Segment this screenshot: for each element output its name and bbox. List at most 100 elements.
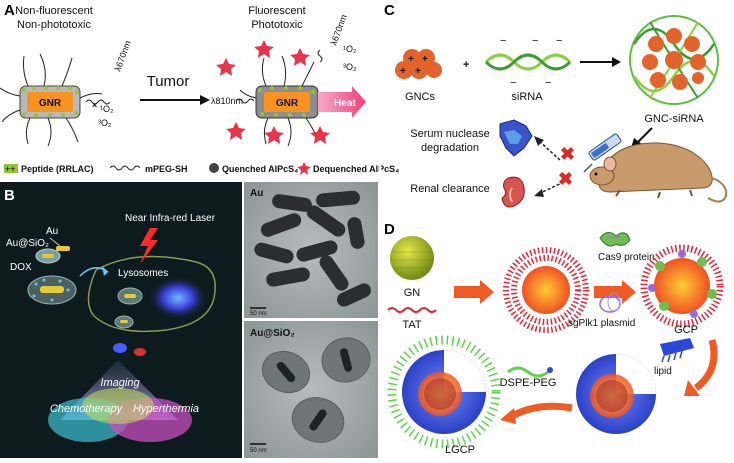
arrow-gn-to-tat xyxy=(454,280,494,304)
scale-bar-top: 50 nm xyxy=(250,311,267,317)
sirna-label: siRNA xyxy=(511,91,543,103)
arrow-to-lipid-coated xyxy=(693,339,718,391)
cas9-protein-icon xyxy=(599,232,631,247)
tat-coated-particle xyxy=(503,247,589,333)
gn-sphere xyxy=(390,236,434,280)
plasmid-icon xyxy=(599,292,621,313)
plasmid-label: sgPlk1 plasmid xyxy=(568,318,635,329)
scale-bar-bottom: 50 nm xyxy=(250,448,267,454)
red-star xyxy=(254,40,274,58)
svg-text:+: + xyxy=(415,66,421,77)
laser-810: λ810nm xyxy=(211,96,243,106)
dox-label: DOX xyxy=(10,262,32,273)
legend-peptide-symbol: ++ xyxy=(5,164,16,174)
panel-b: B Near Infra-red Laser Lysosomes Au Au@S… xyxy=(0,182,378,458)
svg-text:+: + xyxy=(400,66,406,77)
lipid-icon xyxy=(660,338,694,363)
tumor-label: Tumor xyxy=(147,73,190,90)
laser-label: Near Infra-red Laser xyxy=(125,213,216,224)
block-x-left: × xyxy=(92,100,97,110)
right-caption-line2: Phototoxic xyxy=(251,19,303,31)
svg-text:+: + xyxy=(422,54,428,65)
svg-text:−: − xyxy=(545,77,551,89)
red-star xyxy=(264,126,284,144)
tem-au-label: Au xyxy=(250,188,263,199)
triplet-o2-right: ³O₂ xyxy=(343,62,357,72)
singlet-o2-right: ¹O₂ xyxy=(343,44,357,54)
panel-c-label: C xyxy=(384,2,395,19)
released-particles xyxy=(113,343,146,356)
laser-670-right: λ670nm xyxy=(328,13,348,47)
mouse-icon xyxy=(589,142,728,203)
gcp-particle xyxy=(640,244,724,328)
gnr-left-text: GNR xyxy=(39,98,62,109)
left-caption-line1: Non-fluorescent xyxy=(15,5,93,17)
degradation-label: degradation xyxy=(421,142,479,154)
svg-text:−: − xyxy=(500,35,506,47)
heat-label: Heat xyxy=(334,98,356,109)
red-star xyxy=(226,122,246,140)
svg-text:−: − xyxy=(556,35,562,47)
lysosomes-label: Lysosomes xyxy=(118,268,168,279)
gncs-label: GNCs xyxy=(405,91,435,103)
svg-text:−: − xyxy=(510,77,516,89)
gnr-left: GNR xyxy=(0,53,103,147)
red-star xyxy=(290,48,310,66)
dashed-arrow-nuclease xyxy=(537,139,561,161)
legend-peptide: Peptide (RRLAC) xyxy=(21,164,94,174)
internalized-particles xyxy=(114,287,143,329)
renal-clearance-label: Renal clearance xyxy=(410,183,490,195)
svg-text:−: − xyxy=(532,35,538,47)
heat-arrow xyxy=(318,86,366,118)
tat-label: TAT xyxy=(402,319,421,331)
tat-peptide xyxy=(387,307,437,313)
kidney-icon xyxy=(501,176,525,208)
legend-a: ++ Peptide (RRLAC) mPEG-SH Quenched AlPc… xyxy=(4,162,399,175)
tem-image-au-sio2: Au@SiO₂ 50 nm xyxy=(244,321,378,458)
tem-au-sio2-label: Au@SiO₂ xyxy=(250,328,295,339)
cell-outline xyxy=(87,255,216,333)
syringe-icon xyxy=(583,133,622,173)
right-caption-line1: Fluorescent xyxy=(248,5,305,17)
gn-label: GN xyxy=(404,287,421,299)
dox-loaded-particle xyxy=(27,275,77,305)
gnc-sirna-complex xyxy=(629,15,719,105)
svg-text:+: + xyxy=(408,54,414,65)
au-label: Au xyxy=(46,226,58,237)
plus-sign: + xyxy=(463,59,469,71)
lgcp-particle xyxy=(387,335,501,449)
dequenched-stars xyxy=(216,40,330,144)
legend-mpeg: mPEG-SH xyxy=(145,164,188,174)
fluorescent-spot xyxy=(148,276,208,320)
dspe-peg-label: DSPE-PEG xyxy=(500,377,557,389)
legend-quenched-icon xyxy=(209,163,219,173)
arrow-to-mouse xyxy=(635,127,653,145)
block-x-nuclease: ✖ xyxy=(560,144,575,164)
red-star xyxy=(216,58,236,76)
left-caption-line2: Non-phototoxic xyxy=(17,19,91,31)
serum-nuclease-label: Serum nuclease xyxy=(410,128,490,140)
legend-mpeg-icon xyxy=(109,165,141,171)
panel-c: C + + + + GNCs + −−− −− siRNA GNC-siRNA xyxy=(384,2,728,208)
triplet-o2-left: ³O₂ xyxy=(98,118,112,128)
legend-dequenched: Dequenched AlPcS₄ xyxy=(313,164,399,174)
arrow-to-lgcp xyxy=(510,402,573,420)
laser-670-left: λ670nm xyxy=(112,39,132,73)
panel-d: D GN TAT Cas9 protein sgPlk1 plasmid GCP xyxy=(384,221,724,456)
gcp-label: GCP xyxy=(674,324,698,336)
lipid-coated-gcp xyxy=(576,354,656,434)
imaging-label: Imaging xyxy=(100,377,140,389)
panel-a: A Non-fluorescent Non-phototoxic Fluores… xyxy=(0,2,399,175)
gnr-right-text: GNR xyxy=(276,98,299,109)
tem-image-au: Au 50 nm xyxy=(244,182,378,318)
hyperthermia-label: Hyperthermia xyxy=(133,403,199,415)
laser-wave-right xyxy=(317,49,323,63)
singlet-o2-left: ¹O₂ xyxy=(100,104,114,114)
red-star xyxy=(310,126,330,144)
dspe-peg-icon xyxy=(507,366,549,378)
laser-bolt-icon xyxy=(140,228,158,264)
lgcp-label: LGCP xyxy=(445,444,475,456)
au-rod-small xyxy=(56,246,70,251)
